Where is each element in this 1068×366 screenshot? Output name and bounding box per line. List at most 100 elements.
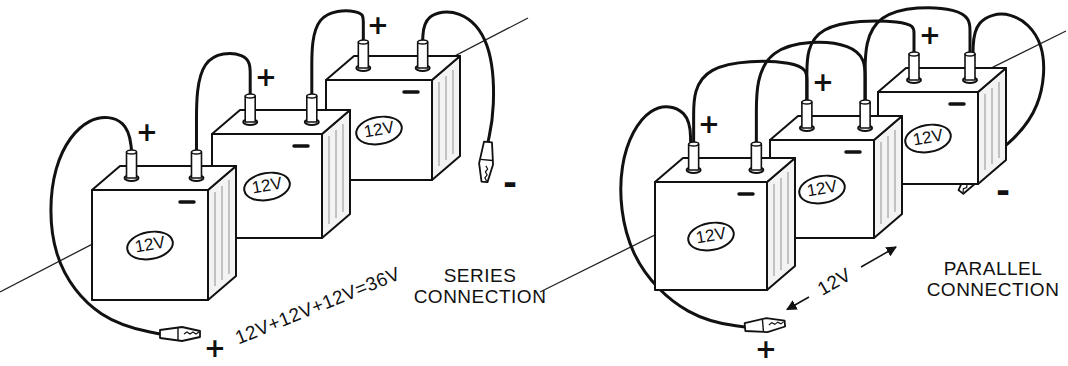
terminal-cap: [909, 52, 919, 56]
polarity-mark: +: [919, 22, 941, 48]
battery-outline: [92, 150, 236, 300]
alligator-clip: [744, 317, 785, 334]
lead-wires: [51, 12, 1044, 341]
battery-body: [878, 52, 1006, 184]
battery-top: [878, 68, 1006, 92]
voltage-sum: 12V+12V+12V=36V: [232, 263, 403, 348]
battery-front: [655, 182, 767, 290]
terminal-post: [245, 96, 255, 122]
connection-title: SERIES CONNECTION: [409, 266, 551, 308]
terminal-cap: [802, 100, 812, 104]
terminal-cap: [751, 142, 761, 146]
jumper-cables: [196, 8, 970, 150]
terminal-post: [307, 96, 317, 122]
battery-outline: [655, 142, 795, 290]
polarity-mark: +: [204, 335, 226, 361]
polarity-mark: +: [255, 64, 277, 90]
terminal-cap: [860, 100, 870, 104]
battery-top: [212, 110, 350, 134]
terminal-post: [802, 102, 812, 128]
side-hatch: [888, 136, 889, 218]
polarity-mark: +: [136, 119, 158, 145]
terminal-post: [909, 54, 919, 80]
dimension-arrow: [861, 247, 896, 267]
alligator-clip: [478, 141, 495, 182]
side-hatch: [774, 184, 775, 276]
clip-teeth: [485, 166, 488, 181]
minus-mark: [846, 150, 860, 154]
polarity-mark: -: [996, 173, 1010, 207]
side-hatch: [999, 82, 1000, 158]
terminal-post: [965, 54, 975, 80]
side-hatch: [229, 180, 230, 274]
terminal-cap: [245, 94, 255, 98]
minus-mark: [739, 192, 753, 196]
polarity-mark: +: [755, 336, 777, 362]
battery-top: [92, 166, 236, 190]
clip-pivot: [762, 319, 763, 331]
battery-body: [326, 40, 460, 180]
terminal-post: [751, 144, 761, 170]
battery-body: [770, 100, 902, 238]
clip-pivot: [177, 328, 178, 340]
battery: 12V: [92, 150, 236, 300]
battery-front: [878, 92, 978, 184]
side-hatch: [222, 186, 223, 280]
clip-body: [160, 327, 200, 341]
side-hatch: [446, 76, 447, 160]
battery-top: [770, 116, 902, 140]
side-hatch: [453, 70, 454, 154]
side-hatch: [343, 124, 344, 212]
battery-body: [655, 142, 795, 290]
side-hatch: [215, 192, 216, 286]
side-hatch: [985, 94, 986, 170]
clip-pivot: [480, 159, 492, 160]
alligator-clip: [160, 327, 200, 341]
terminal-post: [418, 42, 428, 68]
terminal-post: [191, 152, 201, 178]
terminal-post: [127, 152, 137, 178]
polarity-mark: +: [698, 111, 720, 137]
terminal-cap: [127, 150, 137, 154]
minus-mark: [294, 144, 308, 148]
terminal-post: [689, 144, 699, 170]
terminal-cap: [191, 150, 201, 154]
side-hatch: [329, 136, 330, 224]
dimension-label: 12V: [814, 264, 855, 300]
minus-mark: [404, 90, 418, 94]
clip-teeth: [184, 332, 199, 334]
terminal-cap: [358, 40, 368, 44]
ground-line: [0, 18, 528, 292]
battery-top: [326, 56, 460, 80]
side-hatch: [781, 178, 782, 270]
battery-front: [212, 134, 322, 238]
side-hatch: [992, 88, 993, 164]
battery-front: [770, 140, 874, 238]
battery: 12V: [655, 142, 795, 290]
minus-mark: [950, 102, 964, 106]
polarity-mark: -: [503, 165, 517, 199]
terminal-post: [860, 102, 870, 128]
clip-body: [478, 141, 495, 182]
terminal-cap: [689, 142, 699, 146]
battery-front: [92, 190, 208, 300]
battery-body: [212, 94, 350, 238]
terminal-cap: [418, 40, 428, 44]
terminal-cap: [307, 94, 317, 98]
terminal-post: [358, 42, 368, 68]
dimension-arrow: [787, 297, 809, 310]
battery-body: [92, 150, 236, 300]
clip-body: [744, 317, 785, 334]
terminal-cap: [965, 52, 975, 56]
polarity-mark: +: [812, 69, 834, 95]
side-hatch: [788, 172, 789, 264]
battery-top: [655, 158, 795, 182]
side-hatch: [881, 142, 882, 224]
ground-line: [540, 31, 1066, 292]
clip-teeth: [769, 322, 784, 325]
side-hatch: [439, 82, 440, 166]
side-hatch: [336, 130, 337, 218]
battery-front: [326, 80, 432, 180]
connection-title: PARALLEL CONNECTION: [922, 259, 1064, 301]
